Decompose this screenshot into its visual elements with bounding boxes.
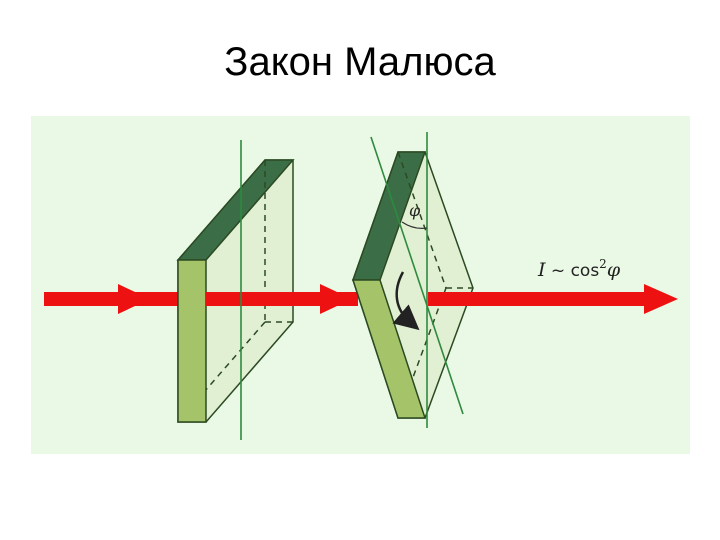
analyzer-tilted-axis [370, 136, 464, 415]
intensity-power: 2 [599, 257, 607, 271]
slide-title: Закон Малюса [224, 40, 496, 84]
intensity-angle: φ [607, 259, 621, 281]
transmitted-beam-out [428, 284, 678, 314]
intensity-relation: ~ cos [546, 261, 600, 281]
analyzer-front-face [351, 279, 427, 419]
angle-arc [401, 221, 428, 229]
transmitted-beam-middle [206, 284, 358, 314]
incident-beam [44, 284, 180, 314]
polarizer-front-face [177, 259, 207, 423]
intensity-symbol: I [537, 259, 546, 281]
rotation-arrow-icon [392, 271, 420, 331]
angle-label: φ [409, 201, 421, 220]
polarizer-plate [176, 159, 295, 423]
intensity-label: I ~ cos2φ [537, 257, 621, 281]
